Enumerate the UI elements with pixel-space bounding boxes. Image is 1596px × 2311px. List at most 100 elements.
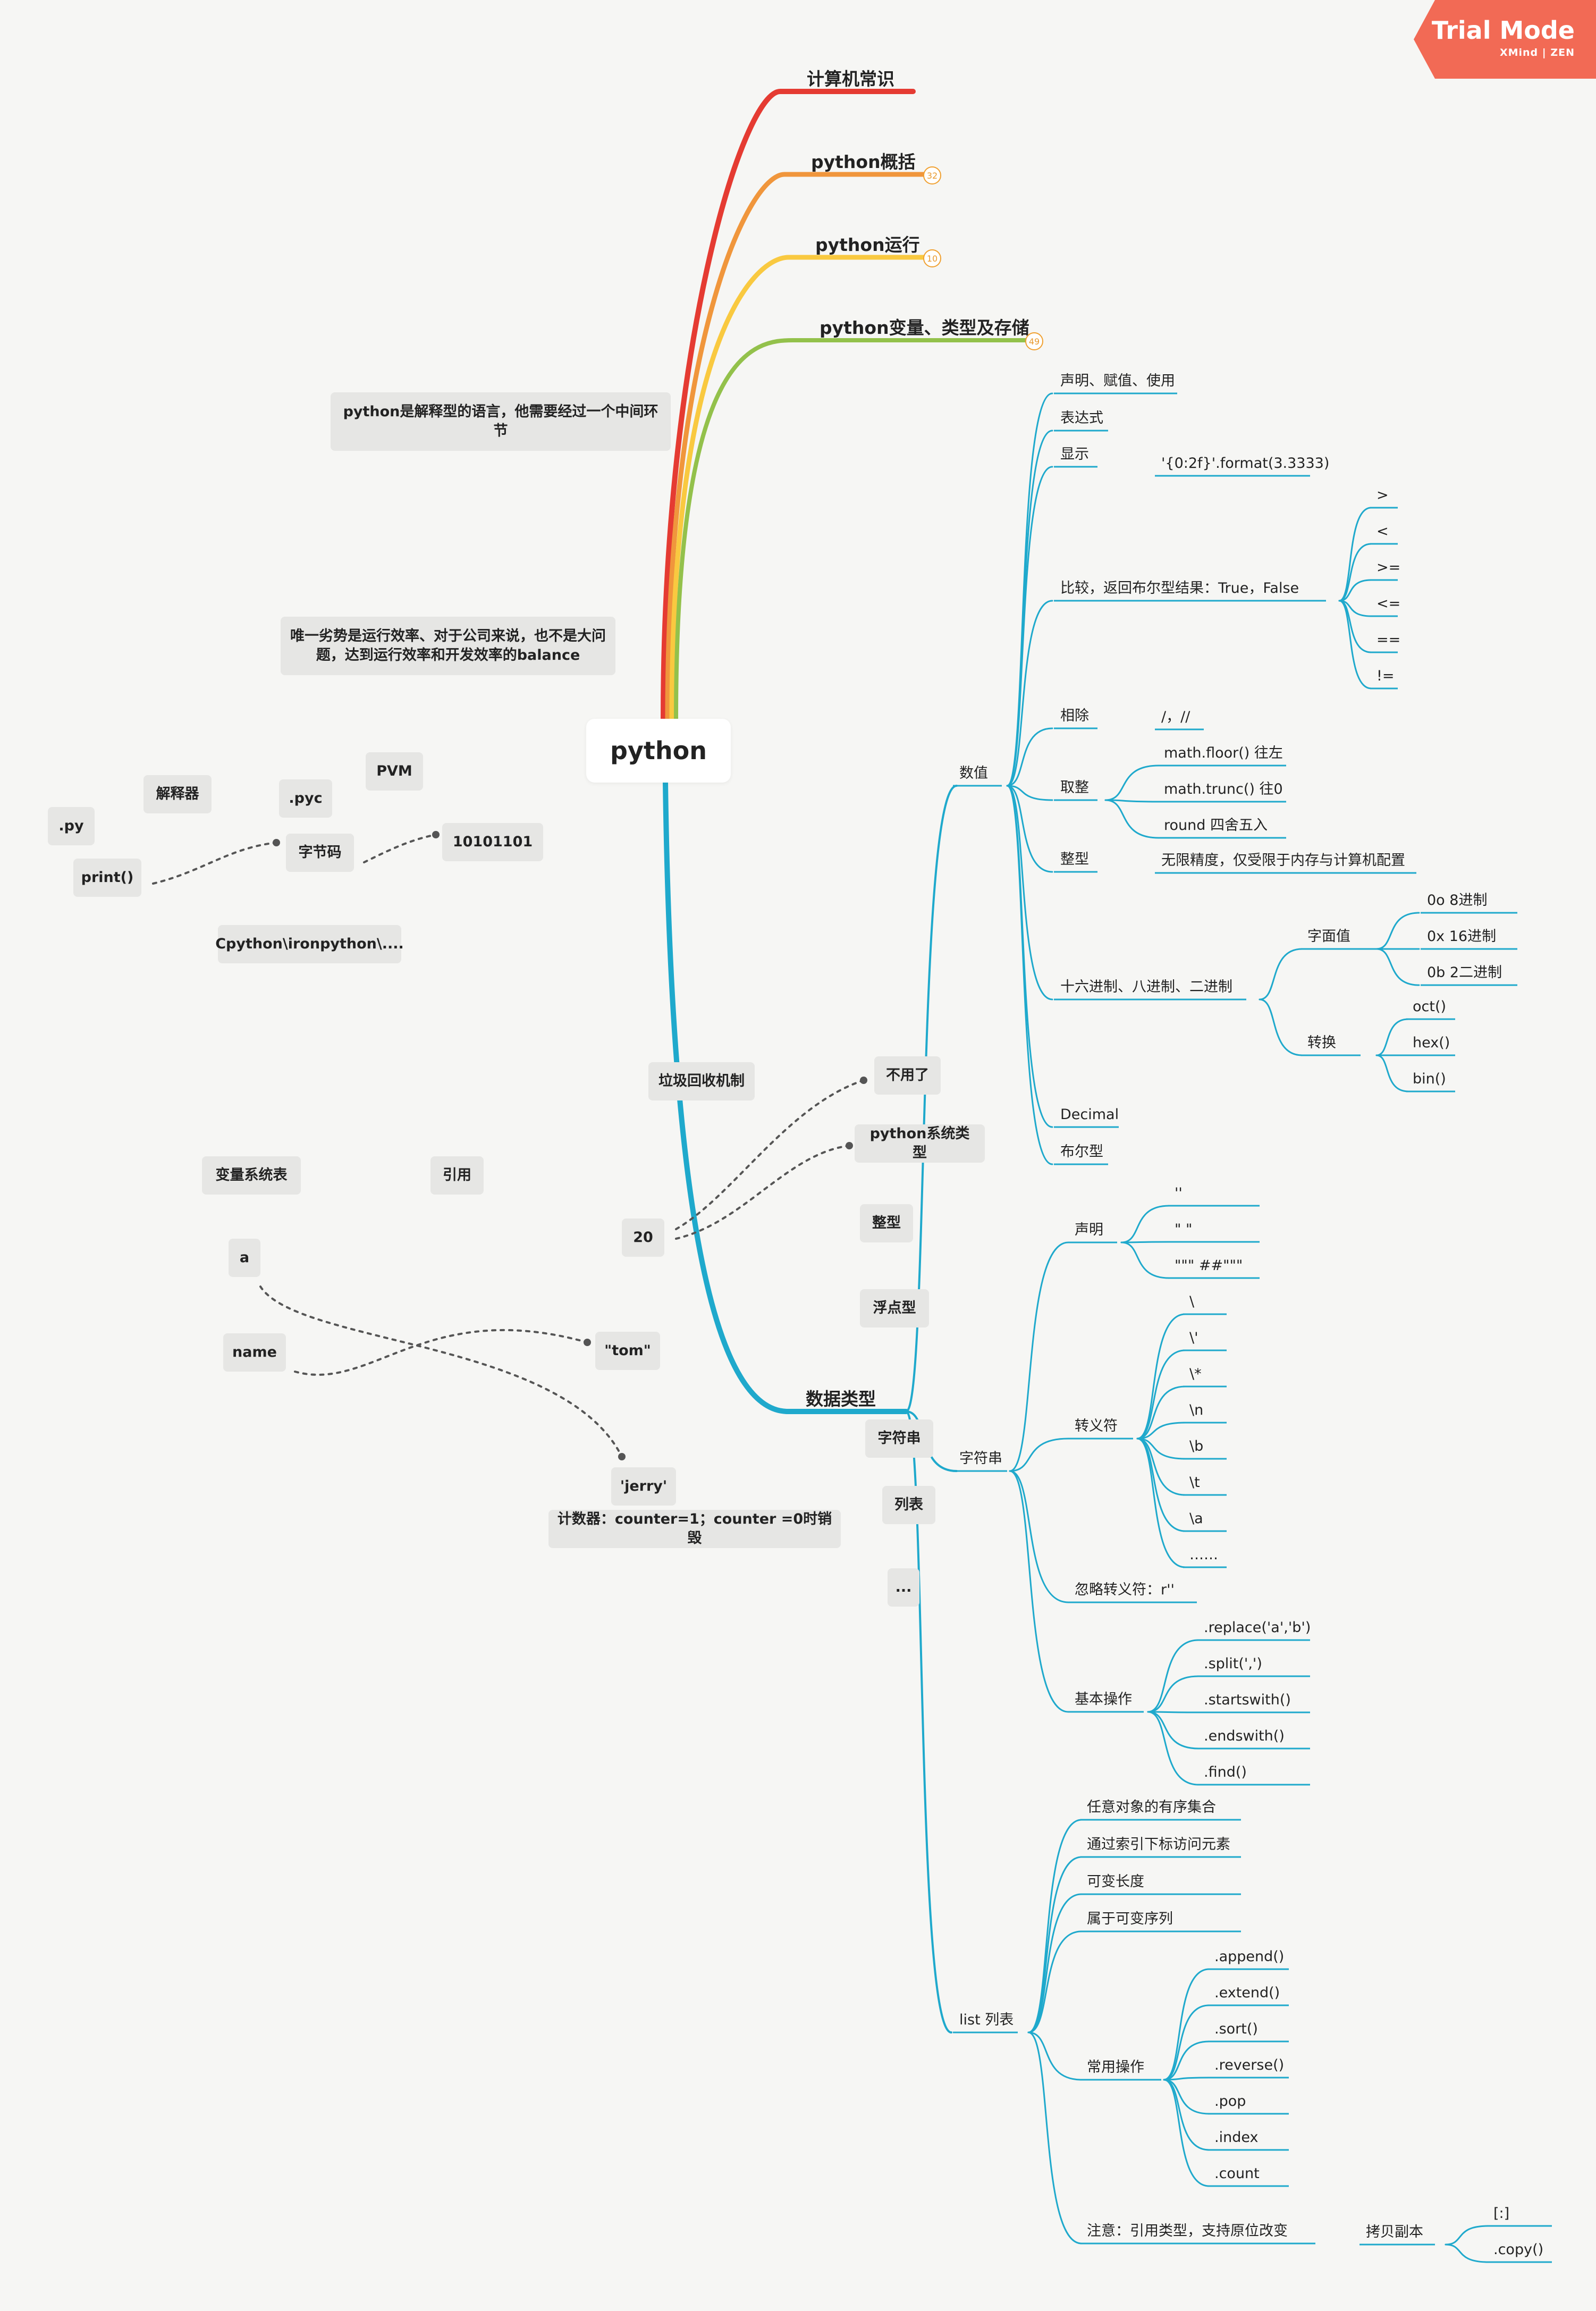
branch-computer-basics[interactable]: 计算机常识 <box>807 69 894 89</box>
str-decl-ex-1[interactable]: " " <box>1175 1221 1193 1238</box>
str-escape-ex-2[interactable]: \* <box>1189 1366 1202 1382</box>
num-literal-ex-0[interactable]: 0o 8进制 <box>1427 892 1488 909</box>
list-op-ex-1[interactable]: .extend() <box>1214 1985 1280 2001</box>
num-op-4[interactable]: == <box>1377 632 1401 648</box>
num-literal-ex-1[interactable]: 0x 16进制 <box>1427 928 1497 945</box>
str-escape-ex-0[interactable]: \ <box>1189 1293 1195 1310</box>
box-counter-note[interactable]: 计数器：counter=1；counter =0时销毁 <box>548 1510 841 1548</box>
num-hex[interactable]: 十六进制、八进制、二进制 <box>1060 979 1232 995</box>
str-decl-ex-2[interactable]: """ ##""" <box>1175 1257 1243 1274</box>
box-unused[interactable]: 不用了 <box>874 1056 941 1095</box>
list-ops[interactable]: 常用操作 <box>1087 2059 1144 2075</box>
str-escape-ex-1[interactable]: \' <box>1189 1330 1198 1346</box>
list-prop-3[interactable]: 属于可变序列 <box>1087 1911 1173 1927</box>
str-escape-ex-7[interactable]: …… <box>1189 1547 1218 1563</box>
branch-python-vars[interactable]: python变量、类型及存储 <box>820 317 1029 338</box>
str-basic[interactable]: 基本操作 <box>1075 1691 1132 1708</box>
str-basic-ex-4[interactable]: .find() <box>1204 1764 1247 1780</box>
str-escape-ex-6[interactable]: \a <box>1189 1510 1203 1527</box>
list-copy[interactable]: 拷贝副本 <box>1366 2224 1423 2240</box>
num-round-ex-1[interactable]: math.trunc() 往0 <box>1164 781 1283 797</box>
branch-python-run[interactable]: python运行 <box>815 234 920 255</box>
num-op-2[interactable]: >= <box>1377 559 1401 576</box>
num-display[interactable]: 显示 <box>1060 446 1089 463</box>
num-op-3[interactable]: <= <box>1377 595 1401 612</box>
list-op-ex-5[interactable]: .index <box>1214 2129 1259 2146</box>
num-compare[interactable]: 比较，返回布尔型结果：True，False <box>1060 580 1299 596</box>
box-interpreter[interactable]: 解释器 <box>143 775 212 813</box>
root-topic[interactable]: python <box>586 719 731 783</box>
num-op-0[interactable]: > <box>1377 487 1389 503</box>
str-escape[interactable]: 转义符 <box>1075 1418 1118 1434</box>
box-gc[interactable]: 垃圾回收机制 <box>648 1062 755 1100</box>
box-pyc[interactable]: .pyc <box>279 779 332 818</box>
num-int-example[interactable]: 无限精度，仅受限于内存与计算机配置 <box>1161 852 1405 869</box>
str-basic-ex-0[interactable]: .replace('a','b') <box>1204 1619 1311 1636</box>
list-op-ex-3[interactable]: .reverse() <box>1214 2057 1285 2073</box>
list-copy-ex-1[interactable]: .copy() <box>1493 2241 1544 2258</box>
list-op-ex-4[interactable]: .pop <box>1214 2093 1246 2110</box>
num-round-ex-2[interactable]: round 四舍五入 <box>1164 817 1268 834</box>
str-basic-ex-3[interactable]: .endswith() <box>1204 1728 1285 1744</box>
box-pvm[interactable]: PVM <box>366 752 423 791</box>
num-int[interactable]: 整型 <box>1060 851 1089 868</box>
box-cpython[interactable]: Cpython\ironpython\.... <box>215 925 404 963</box>
note-interpreted[interactable]: python是解释型的语言，他需要经过一个中间环节 <box>331 392 671 451</box>
num-div-example[interactable]: /，// <box>1161 709 1190 725</box>
num-convert-ex-2[interactable]: bin() <box>1413 1071 1446 1087</box>
list-prop-1[interactable]: 通过索引下标访问元素 <box>1087 1836 1230 1853</box>
box-py[interactable]: .py <box>48 807 95 845</box>
box-twenty[interactable]: 20 <box>622 1218 664 1257</box>
num-decimal[interactable]: Decimal <box>1060 1106 1119 1123</box>
branch-python-overview[interactable]: python概括 <box>811 152 916 172</box>
list-note[interactable]: 注意：引用类型，支持原位改变 <box>1087 2223 1288 2239</box>
box-type-str[interactable]: 字符串 <box>865 1419 933 1458</box>
box-value-jerry[interactable]: 'jerry' <box>611 1467 676 1506</box>
str-escape-ex-3[interactable]: \n <box>1189 1402 1204 1418</box>
num-literal[interactable]: 字面值 <box>1307 928 1350 945</box>
str-ignore[interactable]: 忽略转义符：r'' <box>1075 1582 1175 1598</box>
collapse-badge-overview[interactable]: 32 <box>923 166 941 184</box>
num-convert-ex-0[interactable]: oct() <box>1413 998 1447 1015</box>
box-print[interactable]: print() <box>73 859 141 897</box>
num-round-ex-0[interactable]: math.floor() 往左 <box>1164 745 1283 761</box>
num-convert[interactable]: 转换 <box>1307 1035 1336 1051</box>
collapse-badge-run[interactable]: 10 <box>923 249 941 267</box>
box-type-int[interactable]: 整型 <box>860 1204 913 1242</box>
num-literal-ex-2[interactable]: 0b 2二进制 <box>1427 964 1502 981</box>
box-type-float[interactable]: 浮点型 <box>860 1289 929 1327</box>
box-reference[interactable]: 引用 <box>430 1156 484 1195</box>
num-convert-ex-1[interactable]: hex() <box>1413 1035 1450 1051</box>
str-basic-ex-2[interactable]: .startswith() <box>1204 1692 1291 1708</box>
list-op-ex-0[interactable]: .append() <box>1214 1948 1285 1965</box>
box-type-list[interactable]: 列表 <box>882 1486 935 1524</box>
list-copy-ex-0[interactable]: [:] <box>1493 2205 1510 2222</box>
num-op-1[interactable]: < <box>1377 523 1389 540</box>
box-bytecode[interactable]: 字节码 <box>286 834 354 872</box>
list-op-ex-2[interactable]: .sort() <box>1214 2021 1258 2037</box>
box-var-name[interactable]: name <box>223 1333 286 1372</box>
box-binary[interactable]: 10101101 <box>442 823 543 861</box>
str-basic-ex-1[interactable]: .split(',') <box>1204 1655 1262 1672</box>
num-op-5[interactable]: != <box>1377 668 1395 684</box>
box-var-a[interactable]: a <box>229 1239 260 1277</box>
box-system-type[interactable]: python系统类型 <box>855 1124 985 1163</box>
str-escape-ex-5[interactable]: \t <box>1189 1474 1200 1491</box>
box-type-more[interactable]: ... <box>888 1568 919 1607</box>
num-display-example[interactable]: '{0:2f}'.format(3.3333) <box>1161 455 1330 472</box>
str-escape-ex-4[interactable]: \b <box>1189 1438 1204 1455</box>
node-string[interactable]: 字符串 <box>959 1450 1002 1467</box>
num-div[interactable]: 相除 <box>1060 708 1089 724</box>
box-var-table[interactable]: 变量系统表 <box>202 1156 301 1195</box>
collapse-badge-vars[interactable]: 49 <box>1025 332 1043 350</box>
num-round[interactable]: 取整 <box>1060 779 1089 796</box>
num-decl[interactable]: 声明、赋值、使用 <box>1060 373 1175 389</box>
list-prop-0[interactable]: 任意对象的有序集合 <box>1087 1799 1216 1816</box>
num-bool[interactable]: 布尔型 <box>1060 1144 1103 1160</box>
list-op-ex-6[interactable]: .count <box>1214 2165 1260 2182</box>
node-list[interactable]: list 列表 <box>959 2012 1014 2028</box>
branch-data-types-label[interactable]: 数据类型 <box>806 1389 876 1409</box>
node-numeric[interactable]: 数值 <box>959 765 988 781</box>
str-decl[interactable]: 声明 <box>1075 1222 1103 1238</box>
list-prop-2[interactable]: 可变长度 <box>1087 1873 1144 1890</box>
